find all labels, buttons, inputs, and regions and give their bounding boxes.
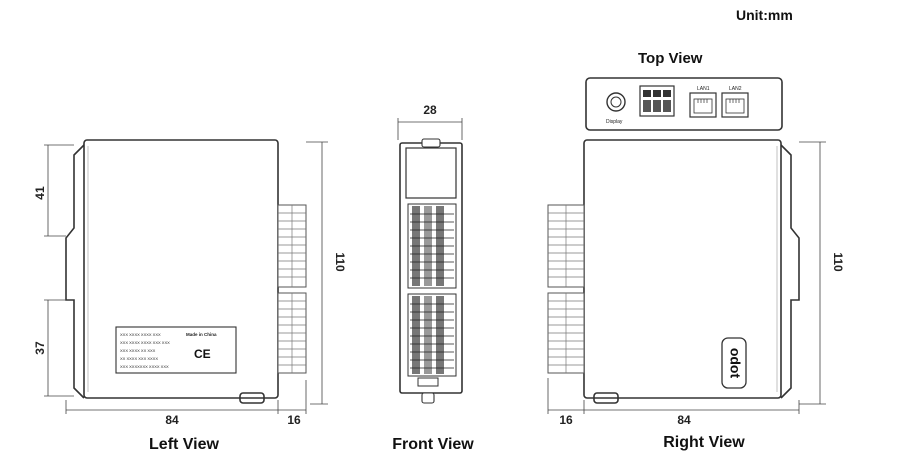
dim-front-width: 28 bbox=[423, 103, 437, 117]
left-view: XXX XXXX XXXX XXX XXX XXXX XXXX XXX XXX … bbox=[33, 139, 347, 427]
dim-right-terminal: 16 bbox=[559, 413, 573, 427]
terminal-block-upper bbox=[277, 204, 307, 288]
power-terminal-icon bbox=[639, 85, 675, 117]
port1-label: LAN1 bbox=[697, 86, 710, 92]
top-view: Display LAN1 LAN2 bbox=[585, 77, 783, 131]
right-terminal-upper bbox=[547, 204, 585, 288]
front-view: 28 bbox=[397, 103, 463, 404]
display-label: Display bbox=[606, 119, 623, 125]
left-view-title: Left View bbox=[149, 436, 220, 453]
terminal-block-lower bbox=[277, 292, 307, 374]
dim-left-width: 84 bbox=[165, 413, 179, 427]
unit-label: Unit:mm bbox=[736, 7, 793, 23]
front-terminal-upper bbox=[407, 203, 457, 289]
label-line: XX XXXX XXX XXXX bbox=[120, 356, 158, 361]
port2-label: LAN2 bbox=[729, 86, 742, 92]
label-line: XXX XXXX XXXX XXX bbox=[120, 332, 161, 337]
dim-right-width: 84 bbox=[677, 413, 691, 427]
right-view-title: Right View bbox=[663, 434, 745, 451]
front-view-title: Front View bbox=[392, 436, 474, 453]
logo-text: odot bbox=[727, 348, 743, 379]
dim-left-height: 110 bbox=[333, 252, 347, 272]
label-plate: XXX XXXX XXXX XXX XXX XXXX XXXX XXX XXX … bbox=[115, 326, 237, 374]
label-line: XXX XXXXXXX XXXX XXX bbox=[120, 364, 169, 369]
front-terminal-lower bbox=[407, 293, 457, 377]
ce-mark-icon: CE bbox=[194, 347, 211, 361]
dim-left-lower: 37 bbox=[33, 341, 47, 355]
label-line: XXX XXXX XXXX XXX XXX bbox=[120, 340, 170, 345]
dim-left-upper: 41 bbox=[33, 186, 47, 200]
made-in-label: Made in China bbox=[186, 332, 217, 337]
ethernet-port-icon: LAN1 bbox=[689, 86, 717, 118]
dim-left-terminal: 16 bbox=[287, 413, 301, 427]
top-view-title: Top View bbox=[638, 50, 703, 67]
display-button-icon bbox=[606, 92, 626, 112]
label-line: XXX XXXX XX XXX bbox=[120, 348, 156, 353]
dim-right-height: 110 bbox=[831, 252, 845, 272]
odot-logo-icon: odot bbox=[721, 337, 747, 389]
right-view: odot 16 84 110 bbox=[547, 139, 845, 427]
right-terminal-lower bbox=[547, 292, 585, 374]
ethernet-port-icon: LAN2 bbox=[721, 86, 749, 118]
